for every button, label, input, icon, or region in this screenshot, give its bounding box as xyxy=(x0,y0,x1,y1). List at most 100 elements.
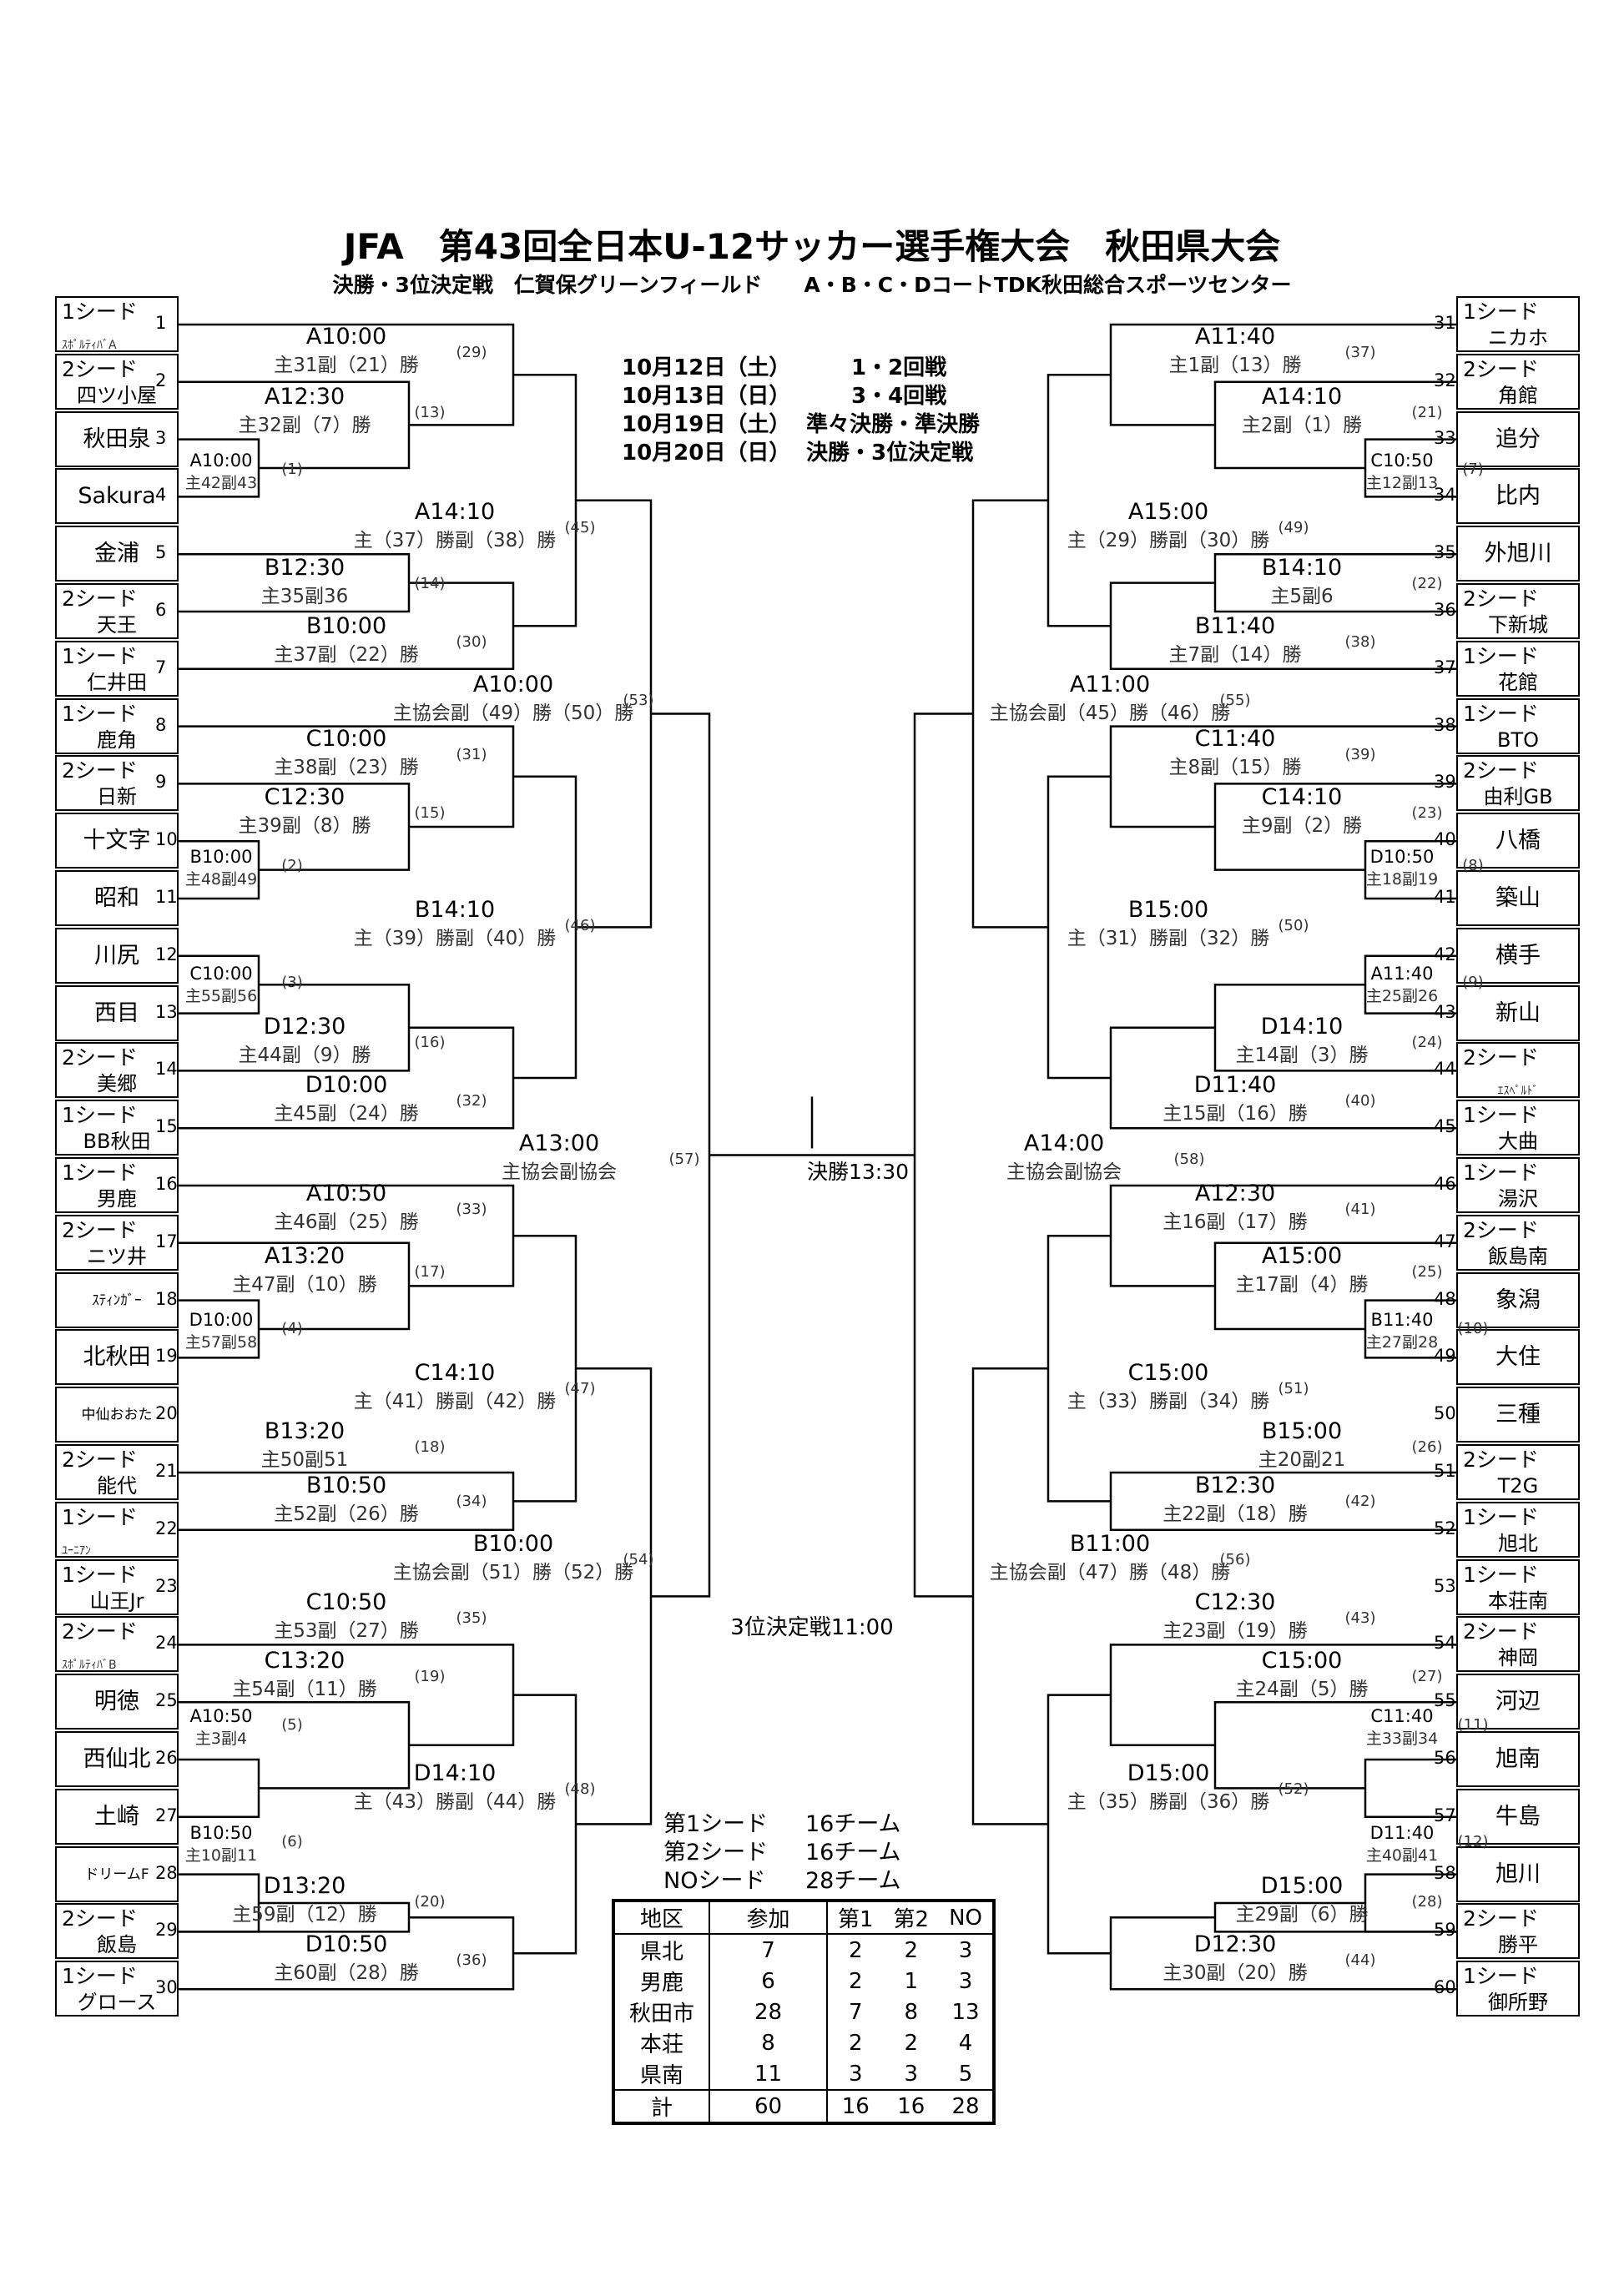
stats-cell: 16 xyxy=(827,2089,884,2123)
team-seed: 2シード xyxy=(62,1906,138,1931)
team-name: ニツ井 xyxy=(87,1244,147,1268)
team-name: 大住 xyxy=(1495,1344,1541,1371)
match-label: B12:30 xyxy=(1194,1473,1276,1498)
team-number: 43 xyxy=(1434,1001,1456,1022)
match-label: A13:20 xyxy=(264,1243,345,1269)
team-name: 川尻 xyxy=(94,942,139,969)
stats-cell: 6 xyxy=(709,1966,828,1996)
team-name: 山王Jr xyxy=(89,1589,144,1613)
team-number: 17 xyxy=(155,1231,178,1251)
team-seed: 1シード xyxy=(1463,1964,1539,1989)
match-label: 主（31）勝副（32）勝 xyxy=(1067,928,1270,949)
stats-cell: 3 xyxy=(904,2061,919,2087)
match-label: A10:50 xyxy=(189,1706,253,1726)
team-number: 49 xyxy=(1434,1346,1456,1367)
team-number: 42 xyxy=(1434,944,1456,964)
bracket-line xyxy=(513,1694,577,1955)
match-label: 主15副（16）勝 xyxy=(1163,1103,1308,1125)
match-label: (28) xyxy=(1411,1893,1443,1911)
match-label: A13:00 xyxy=(518,1130,600,1156)
team-seed: 1シード xyxy=(62,1103,138,1128)
match-label: (53) xyxy=(623,692,654,709)
team-number: 53 xyxy=(1434,1575,1456,1596)
match-label: 主協会副（51）勝（52）勝 xyxy=(392,1562,634,1584)
match-label: (21) xyxy=(1411,404,1443,421)
stats-row: 県北 7 2 2 3 xyxy=(613,1934,994,1966)
team-number: 34 xyxy=(1434,485,1456,506)
match-label: 主18副19 xyxy=(1365,870,1439,889)
match-label: A15:00 xyxy=(1127,499,1209,525)
bracket-line xyxy=(913,712,973,1598)
match-label: 主25副26 xyxy=(1365,987,1439,1005)
team-box: 2シード四ツ小屋 xyxy=(55,353,179,410)
match-label: C14:10 xyxy=(414,1360,496,1386)
team-name: 角館 xyxy=(1498,383,1538,407)
team-seed: 1シード xyxy=(62,1161,138,1185)
match-label: 主53副（27）勝 xyxy=(274,1620,419,1642)
match-label: 主44副（9）勝 xyxy=(238,1045,371,1066)
team-box: 明徳 xyxy=(55,1674,179,1730)
match-label: B10:50 xyxy=(189,1823,253,1843)
team-name: 勝平 xyxy=(1498,1933,1538,1957)
team-box: 1シード仁井田 xyxy=(55,640,179,697)
schedule-date: 10月19日（土） xyxy=(622,412,791,437)
team-name: 築山 xyxy=(1495,885,1541,911)
team-number: 39 xyxy=(1434,772,1456,793)
team-seed: 2シード xyxy=(62,587,138,611)
match-label: 主46副（25）勝 xyxy=(274,1211,419,1233)
team-name: 河辺 xyxy=(1495,1689,1541,1715)
match-label: (11) xyxy=(1457,1716,1489,1734)
team-name: 御所野 xyxy=(1488,1991,1548,2015)
stats-cell: 60 xyxy=(709,2089,828,2123)
match-label: (56) xyxy=(1219,1551,1251,1568)
match-label: (46) xyxy=(564,917,596,934)
team-number: 7 xyxy=(155,657,167,677)
match-label: (8) xyxy=(1462,857,1484,874)
team-name: 西目 xyxy=(94,999,139,1026)
match-label: A10:00 xyxy=(305,324,387,350)
match-label: B10:00 xyxy=(472,1531,554,1557)
match-label: 主（33）勝副（34）勝 xyxy=(1067,1391,1270,1412)
schedule-round: 1・2回戦 xyxy=(851,355,947,380)
team-box: 三種 xyxy=(1456,1387,1580,1443)
match-label: (32) xyxy=(456,1092,487,1110)
stats-cell: 2 xyxy=(849,1968,863,1994)
team-name: 旭川 xyxy=(1495,1860,1541,1887)
team-number: 51 xyxy=(1434,1461,1456,1481)
match-label: 主8副（15）勝 xyxy=(1168,757,1302,778)
match-label: D10:50 xyxy=(1369,847,1435,867)
match-label: (4) xyxy=(281,1320,303,1337)
team-name: 花館 xyxy=(1498,670,1538,694)
team-box: 秋田泉 xyxy=(55,410,179,467)
team-seed: 2シード xyxy=(62,1619,138,1644)
stats-cell: 3 xyxy=(958,1937,973,1963)
match-label: (22) xyxy=(1411,575,1443,592)
match-label: B14:10 xyxy=(414,897,496,923)
match-label: (34) xyxy=(456,1493,487,1510)
match-label: (41) xyxy=(1344,1201,1376,1218)
team-name: 飯島 xyxy=(97,1933,137,1957)
match-label: 主（35）勝副（36）勝 xyxy=(1067,1791,1270,1813)
team-seed: 2シード xyxy=(1463,1045,1539,1070)
stats-cell: 7 xyxy=(849,1999,863,2025)
team-name: 中仙おおた xyxy=(81,1407,153,1424)
team-number: 9 xyxy=(155,772,167,793)
match-label: 主50副51 xyxy=(260,1449,349,1471)
match-label: C10:50 xyxy=(305,1589,387,1615)
team-box: 外旭川 xyxy=(1456,526,1580,582)
match-label: (38) xyxy=(1344,633,1376,651)
match-label: (55) xyxy=(1219,692,1251,709)
team-name: 仁井田 xyxy=(87,670,147,694)
match-label: B10:00 xyxy=(189,847,253,867)
page-subtitle: 決勝・3位決定戦 仁賀保グリーンフィールド A・B・C・DコートTDK秋田総合ス… xyxy=(332,273,1292,297)
stats-cell: 13 xyxy=(951,1999,980,2025)
stats-row: 県南 11 3 3 5 xyxy=(613,2058,994,2090)
team-box: 十文字 xyxy=(55,813,179,869)
team-box: 2シード由利GB xyxy=(1456,755,1580,812)
match-label: A14:00 xyxy=(1023,1130,1105,1156)
team-box: 1シードグロース xyxy=(55,1961,179,2017)
team-name: 美郷 xyxy=(97,1072,137,1096)
match-label: (36) xyxy=(456,1951,487,1969)
team-box: 1シード花館 xyxy=(1456,640,1580,697)
